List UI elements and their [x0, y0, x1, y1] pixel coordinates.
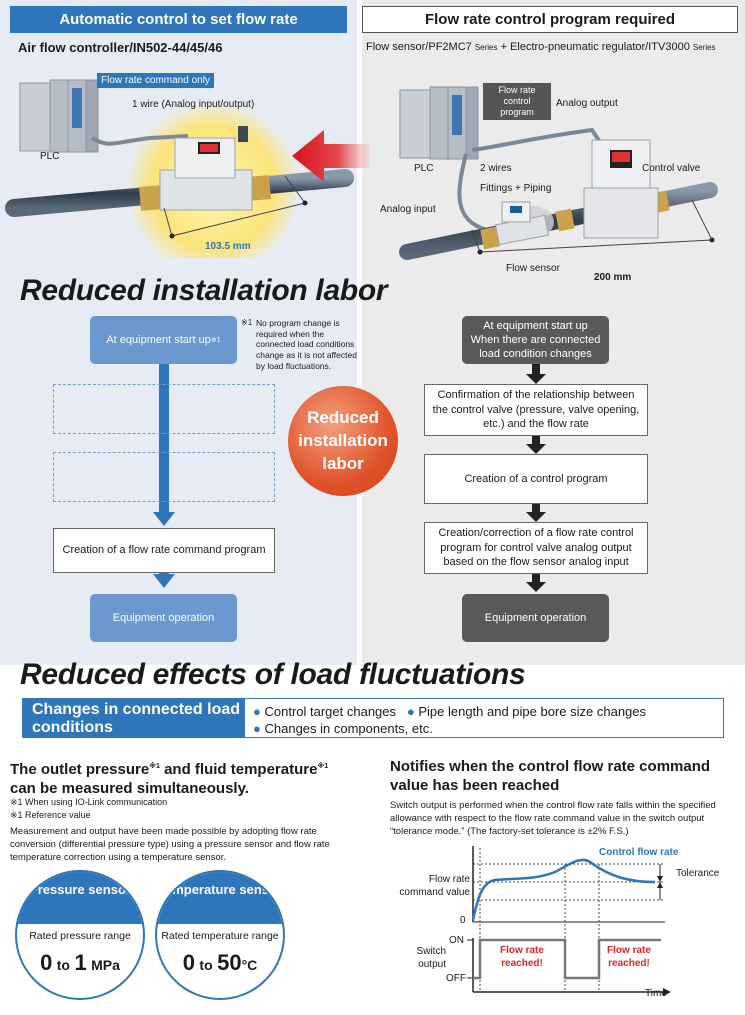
flow-sensor-label: Flow sensor: [506, 263, 560, 274]
pressure-sensor-circle: Pressure sensor Rated pressure range 0 t…: [15, 870, 145, 1000]
notify-body: Switch output is performed when the cont…: [390, 800, 716, 837]
time-label: Time: [645, 988, 667, 999]
condition-item: Pipe length and pipe bore size changes: [418, 704, 647, 719]
temperature-range-value: 0 to 50°C: [182, 950, 258, 975]
right-start-box: At equipment start up When there are con…: [462, 316, 609, 364]
fittings-label: Fittings + Piping: [480, 183, 552, 194]
right-dimension: 200 mm: [594, 272, 632, 283]
outlet-body: Measurement and output have been made po…: [10, 826, 330, 863]
notify-title: Notifies when the control flow rate comm…: [390, 758, 711, 794]
right-subtitle: Flow sensor/PF2MC7 Series + Electro-pneu…: [366, 41, 716, 53]
left-footnote: No program change is required when the c…: [256, 318, 357, 371]
right-step3-box: Creation/correction of a flow rate contr…: [424, 522, 648, 574]
left-program-box: Creation of a flow rate command program: [53, 528, 275, 573]
conditions-list: ● Control target changes ● Pipe length a…: [244, 698, 724, 738]
program-tag: Flow rate control program: [483, 83, 551, 120]
two-wires-label: 2 wires: [480, 163, 512, 174]
left-dimension: 103.5 mm: [205, 241, 251, 252]
air-flow-controller-illustration: [5, 79, 354, 258]
left-header: Automatic control to set flow rate: [10, 6, 347, 33]
temperature-range-label: Rated temperature range: [161, 930, 279, 942]
reduced-labor-badge: Reduced installation labor: [288, 386, 398, 496]
reached-label-1: Flow rate reached!: [500, 945, 544, 969]
left-operation-box: Equipment operation: [90, 594, 237, 642]
pressure-range-label: Rated pressure range: [29, 930, 131, 942]
right-flow-arrows-icon: [526, 364, 546, 592]
control-flow-rate-label: Control flow rate: [599, 847, 679, 858]
switch-output-signal: [473, 938, 661, 980]
zero-label: 0: [460, 915, 466, 926]
temperature-sensor-circle: Temperature sensor Rated temperature ran…: [155, 870, 285, 1000]
conditions-label: Changes in connected load conditions: [22, 698, 244, 738]
reached-label-2: Flow rate reached!: [607, 945, 651, 969]
pressure-range-value: 0 to 1 MPa: [40, 950, 120, 975]
footnote-mark: ※1: [241, 318, 253, 327]
right-step1-box: Confirmation of the relationship between…: [424, 384, 648, 436]
section-title-fluctuations: Reduced effects of load fluctuations: [20, 658, 526, 691]
wire-label: 1 wire (Analog input/output): [132, 99, 255, 110]
analog-output-label: Analog output: [556, 98, 618, 109]
placeholder-box-2: [53, 452, 275, 502]
outlet-note-1: ※1 When using IO-Link communication: [10, 797, 168, 807]
right-plc-label: PLC: [414, 163, 434, 174]
on-label: ON: [449, 935, 464, 946]
left-plc-label: PLC: [40, 151, 60, 162]
flow-y-label: Flow rate command value: [399, 874, 470, 898]
left-start-box: At equipment start up※1: [90, 316, 237, 364]
section-title-installation: Reduced installation labor: [20, 274, 388, 307]
temperature-sensor-title: Temperature sensor: [157, 872, 283, 924]
right-header: Flow rate control program required: [362, 6, 738, 33]
control-flow-rate-curve: [471, 858, 656, 921]
flow-sensor-regulator-illustration: [399, 86, 718, 260]
pressure-sensor-title: Pressure sensor: [17, 872, 143, 924]
tolerance-label: Tolerance: [676, 868, 720, 879]
right-operation-box: Equipment operation: [462, 594, 609, 642]
switch-output-label: Switch output: [416, 946, 446, 970]
off-label: OFF: [446, 973, 466, 984]
control-valve-label: Control valve: [642, 163, 701, 174]
left-subtitle: Air flow controller/IN502-44/45/46: [18, 40, 223, 55]
right-step2-box: Creation of a control program: [424, 454, 648, 504]
comparison-arrow-icon: [292, 130, 370, 182]
outlet-title: The outlet pressure※1 and fluid temperat…: [10, 761, 329, 797]
condition-item: Changes in components, etc.: [264, 721, 433, 736]
command-tag: Flow rate command only: [97, 73, 214, 88]
placeholder-box-1: [53, 384, 275, 434]
condition-item: Control target changes: [264, 704, 397, 719]
tolerance-timing-diagram: [467, 846, 671, 996]
outlet-note-2: ※1 Reference value: [10, 810, 91, 820]
analog-input-label: Analog input: [380, 204, 436, 215]
